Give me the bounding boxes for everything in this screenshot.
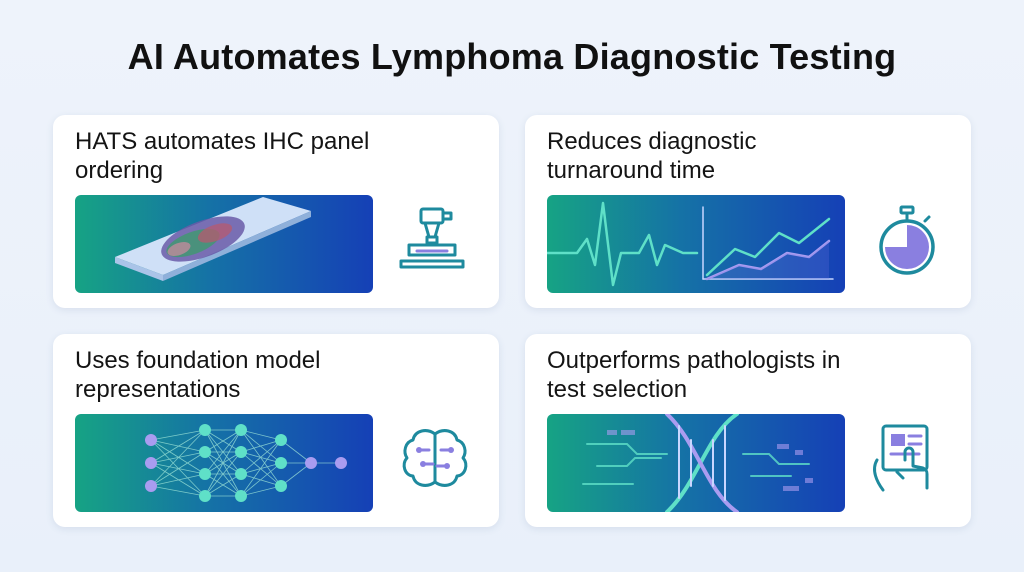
page-title: AI Automates Lymphoma Diagnostic Testing <box>127 36 897 77</box>
ecg-trend-illustration <box>547 195 845 293</box>
dna-helix-illustration <box>547 414 845 512</box>
card-title: Uses foundation model representations <box>75 347 321 403</box>
card-title: Reduces diagnostic turnaround time <box>547 128 757 184</box>
card-foundation-model: Uses foundation model representations <box>53 334 499 527</box>
card-ihc-ordering: HATS automates IHC panel ordering <box>53 115 499 308</box>
neural-network-illustration <box>75 414 373 512</box>
tablet-touch-icon <box>869 420 945 500</box>
card-title: HATS automates IHC panel ordering <box>75 128 370 184</box>
card-test-selection: Outperforms pathologists in test selecti… <box>525 334 971 527</box>
card-turnaround-time: Reduces diagnostic turnaround time <box>525 115 971 308</box>
microscope-icon <box>397 201 473 281</box>
tissue-slide-illustration <box>75 195 373 293</box>
card-title: Outperforms pathologists in test selecti… <box>547 347 841 403</box>
brain-circuit-icon <box>397 420 473 500</box>
stopwatch-icon <box>869 201 945 281</box>
